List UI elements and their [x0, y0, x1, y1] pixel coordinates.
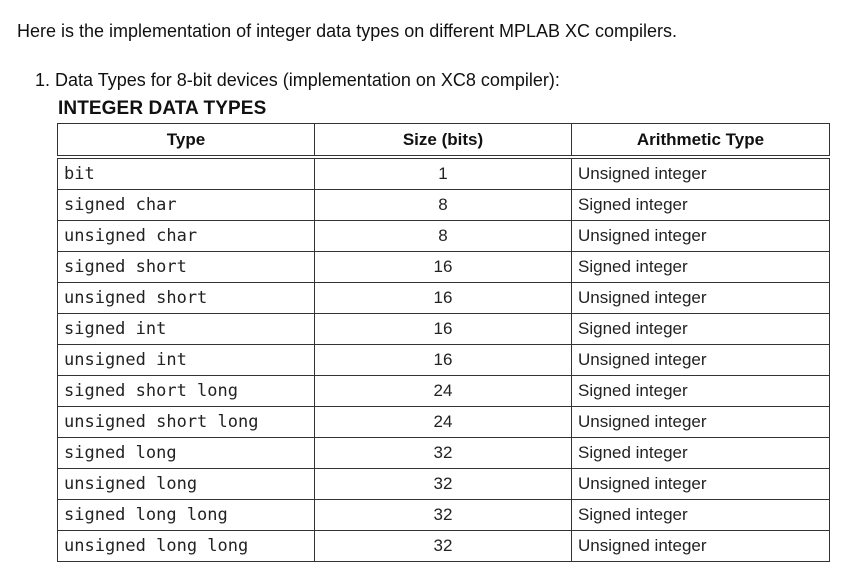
section-title: INTEGER DATA TYPES	[58, 98, 267, 119]
list-item-xc8: 1. Data Types for 8-bit devices (impleme…	[35, 70, 560, 90]
size-cell: 32	[314, 530, 572, 562]
header-arithmetic-type: Arithmetic Type	[571, 123, 830, 159]
arithmetic-type-cell: Signed integer	[571, 375, 830, 407]
arithmetic-type-cell: Signed integer	[571, 251, 830, 283]
type-cell: signed long	[57, 437, 315, 469]
size-cell: 16	[314, 344, 572, 376]
header-size: Size (bits)	[314, 123, 572, 159]
size-cell: 8	[314, 189, 572, 221]
size-cell: 24	[314, 406, 572, 438]
size-cell: 24	[314, 375, 572, 407]
arithmetic-type-cell: Unsigned integer	[571, 344, 830, 376]
arithmetic-type-cell: Signed integer	[571, 313, 830, 345]
arithmetic-type-cell: Signed integer	[571, 437, 830, 469]
type-cell: signed char	[57, 189, 315, 221]
type-cell: signed short	[57, 251, 315, 283]
type-cell: unsigned char	[57, 220, 315, 252]
type-cell: unsigned int	[57, 344, 315, 376]
size-cell: 32	[314, 437, 572, 469]
size-cell: 16	[314, 251, 572, 283]
arithmetic-type-cell: Unsigned integer	[571, 220, 830, 252]
size-cell: 8	[314, 220, 572, 252]
arithmetic-type-cell: Unsigned integer	[571, 282, 830, 314]
size-cell: 1	[314, 156, 572, 190]
arithmetic-type-cell: Unsigned integer	[571, 530, 830, 562]
type-cell: signed short long	[57, 375, 315, 407]
arithmetic-type-cell: Unsigned integer	[571, 406, 830, 438]
arithmetic-type-cell: Signed integer	[571, 189, 830, 221]
table-header-row: Type Size (bits) Arithmetic Type	[57, 123, 830, 159]
arithmetic-type-cell: Signed integer	[571, 499, 830, 531]
type-cell: unsigned short long	[57, 406, 315, 438]
intro-paragraph: Here is the implementation of integer da…	[17, 21, 677, 41]
arithmetic-type-cell: Unsigned integer	[571, 156, 830, 190]
size-cell: 32	[314, 468, 572, 500]
header-type: Type	[57, 123, 315, 159]
type-cell: signed int	[57, 313, 315, 345]
type-cell: unsigned short	[57, 282, 315, 314]
type-cell: unsigned long long	[57, 530, 315, 562]
size-cell: 32	[314, 499, 572, 531]
type-cell: unsigned long	[57, 468, 315, 500]
arithmetic-type-cell: Unsigned integer	[571, 468, 830, 500]
size-cell: 16	[314, 313, 572, 345]
type-cell: bit	[57, 156, 315, 190]
size-cell: 16	[314, 282, 572, 314]
type-cell: signed long long	[57, 499, 315, 531]
